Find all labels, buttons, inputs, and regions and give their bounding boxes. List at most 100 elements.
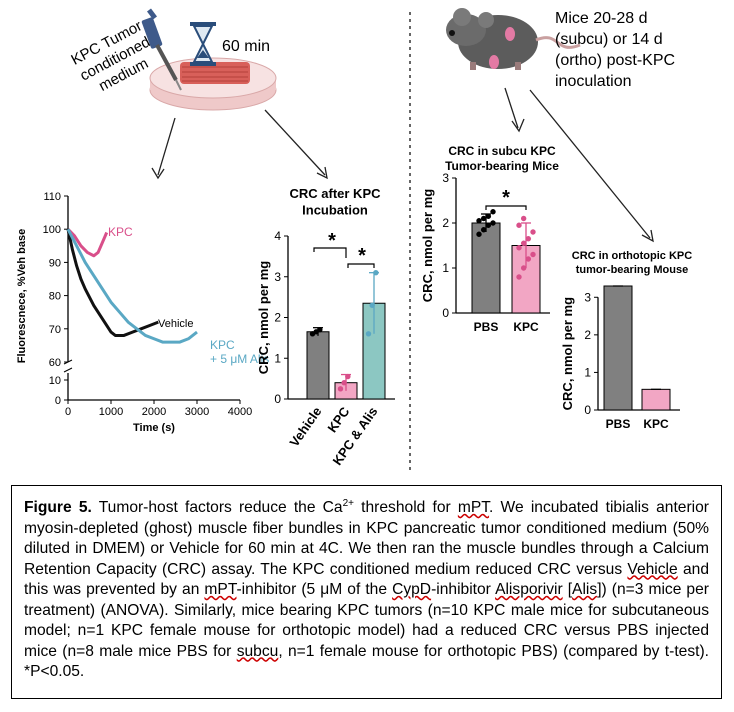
pipette-icon [141, 8, 182, 91]
y-tick-label: 3 [584, 290, 591, 304]
caption-text: mPT [204, 581, 237, 599]
caption-text: Alis [572, 581, 598, 599]
series-label-alis-line-2: + 5 μM Alis [210, 352, 269, 366]
mice-label-line-2: (subcu) or 14 d [555, 31, 663, 48]
caption-text: [ [562, 581, 573, 599]
y-tick-label: 2 [274, 311, 281, 325]
chart-title: tumor-bearing Mouse [576, 264, 688, 276]
significance-bracket [313, 247, 347, 258]
caption-text: -inhibitor [431, 581, 496, 599]
chart-title: CRC in orthotopic KPC [572, 250, 692, 262]
bar-pbs [603, 285, 633, 411]
series-label-alis: KPC [210, 338, 235, 352]
caption-text: subcu [236, 642, 279, 660]
y-axis-label: CRC, nmol per mg [560, 297, 575, 410]
figure-caption: Figure 5. Tumor-host factors reduce the … [11, 485, 722, 699]
data-point [369, 302, 375, 308]
data-point [485, 222, 492, 228]
significance-bracket [485, 205, 527, 210]
series-line-kpc [66, 228, 198, 344]
data-point [480, 227, 487, 233]
x-tick-label: 4000 [228, 406, 252, 418]
x-tick-label: Vehicle [286, 404, 324, 449]
data-point [341, 380, 347, 386]
x-tick-label: PBS [474, 320, 499, 334]
data-point [530, 229, 536, 235]
data-point [520, 240, 527, 246]
flow-arrows [151, 87, 654, 243]
chart-title: Tumor-bearing Mice [445, 159, 559, 173]
y-tick-label: 4 [274, 229, 281, 243]
y-axis-label: Fluorescnece, %Veh base [16, 229, 28, 364]
muscle-bundle-icon [180, 62, 250, 84]
data-point [365, 331, 372, 337]
data-point [516, 222, 522, 228]
x-tick-label: KPC [643, 417, 669, 431]
data-point [337, 386, 344, 392]
data-point [480, 215, 487, 222]
data-point [490, 209, 496, 215]
caption-text: CypD [392, 581, 432, 599]
caption-superscript: 2+ [342, 498, 355, 509]
x-tick-label: PBS [606, 417, 631, 431]
mice-label-line-4: inoculation [555, 73, 632, 90]
y-tick-label: 110 [43, 191, 61, 203]
chart-title: Incubation [302, 202, 368, 217]
caption-text: threshold for [354, 499, 458, 517]
y-tick-label: 0 [584, 403, 591, 417]
caption-text: Alisporivir [495, 581, 563, 599]
y-tick-label: 0 [442, 306, 449, 320]
y-tick-label: 70 [49, 324, 61, 336]
y-tick-label: 1 [274, 351, 281, 365]
data-point [373, 269, 379, 276]
mice-label-line-1: Mice 20-28 d [555, 10, 648, 27]
mouse-icon [446, 8, 581, 70]
data-point [345, 373, 351, 380]
data-point [490, 220, 496, 226]
chart-title: CRC after KPC [289, 186, 381, 201]
data-point [520, 215, 527, 222]
caption-text: Tumor-host factors reduce the Ca [91, 499, 343, 517]
chart-title: CRC in subcu KPC [448, 144, 556, 158]
y-tick-label: 2 [584, 328, 591, 342]
significance-bracket [347, 263, 375, 268]
x-tick-label: 3000 [185, 406, 209, 418]
y-tick-label: 1 [584, 365, 591, 379]
significance-star: * [502, 187, 510, 209]
caption-text: . We incubated tibialis anterior myosin-… [24, 499, 709, 578]
y-tick-label: 10 [49, 375, 61, 387]
caption-text: and this was prevented by an [24, 560, 709, 599]
x-tick-label: 0 [65, 406, 71, 418]
x-tick-label: 1000 [99, 406, 123, 418]
significance-star: * [358, 245, 366, 267]
x-axis-label: Time (s) [133, 422, 175, 434]
data-point [525, 256, 532, 262]
bar-vehicle [306, 331, 330, 400]
y-tick-label: 2 [442, 216, 449, 230]
y-tick-label: 0 [55, 395, 61, 407]
y-tick-label: 0 [274, 392, 281, 406]
y-tick-label: 100 [43, 224, 61, 236]
data-point [317, 327, 323, 333]
caption-text: mPT [457, 499, 490, 517]
data-point [476, 231, 482, 237]
y-tick-label: 3 [442, 171, 449, 185]
axis-break-mark [63, 367, 73, 373]
x-tick-label: 2000 [142, 406, 166, 418]
crc-orthotopic-bar-chart: 0 1 2 3 CRC in orthotopic KPC tumor-bearing M… [560, 250, 692, 431]
data-point [476, 218, 482, 224]
data-point [516, 274, 522, 280]
series-label-vehicle: Vehicle [158, 318, 193, 330]
y-tick-label: 90 [49, 257, 61, 269]
caption-text: , n=1 female mouse for orthotopic PBS) (… [24, 642, 709, 681]
data-point [520, 265, 527, 271]
y-tick-label: 1 [442, 261, 449, 275]
mice-label-line-3: (ortho) post-KPC [555, 52, 675, 69]
data-point [516, 245, 522, 251]
data-point [485, 213, 492, 219]
significance-star: * [328, 230, 336, 252]
y-tick-label: 80 [49, 291, 61, 303]
figure-panels: KPC Tumor conditioned medium 60 min Mice… [16, 8, 692, 470]
